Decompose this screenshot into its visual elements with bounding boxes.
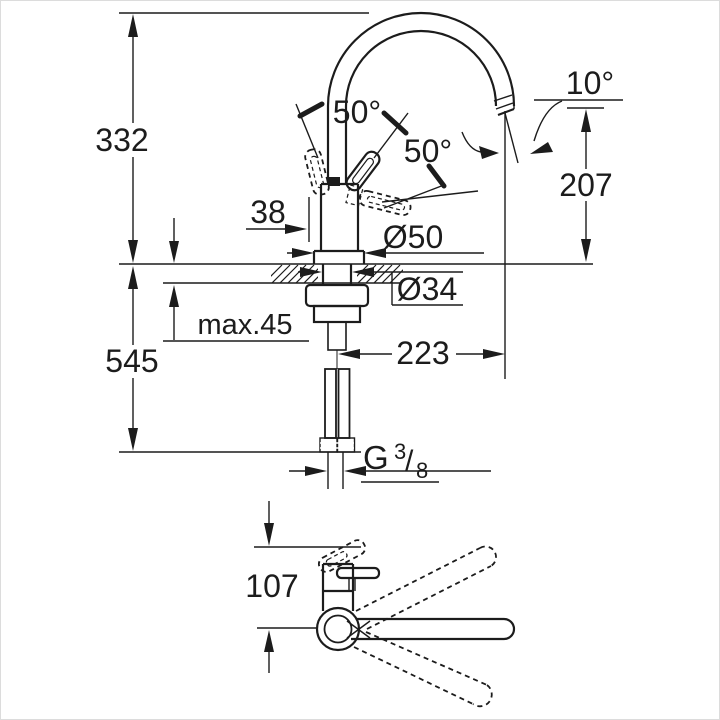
dim-label-50deg-side: 50° [404,133,452,169]
thread-numerator: 3 [394,439,406,464]
body [312,177,366,264]
nut-collar [312,304,362,324]
top-spout-solid [346,617,516,641]
top-lever-solid [335,566,381,580]
thread-denominator: 8 [416,458,428,483]
dim-label-38: 38 [250,194,286,230]
top-body [321,562,355,611]
dim-label-10deg: 10° [566,65,614,101]
lever-dashed-front [304,148,330,196]
top-view [315,539,516,708]
mounting-nut [304,283,370,308]
dim-label-50deg-front: 50° [333,94,381,130]
top-lever-dashed [317,539,367,573]
front-view [304,11,516,264]
top-spout-dashed-down [353,631,493,708]
deck-hatch-left [271,264,318,283]
threaded-stud [327,321,347,351]
lever-dashed-side [345,184,412,216]
thread-letter: G [363,439,389,476]
dim-label-107: 107 [245,568,298,604]
top-spout-dashed-up [355,545,497,630]
spout [326,11,516,117]
dim-label-thread-g38: G 3 / 8 [363,439,428,483]
dim-label-max45: max.45 [197,309,292,341]
dim-label-dia34: Ø34 [397,271,457,307]
dim-label-223: 223 [396,335,449,371]
top-base-outer [315,606,361,652]
dim-label-332: 332 [95,122,148,158]
dimension-annotations [119,12,623,673]
dim-label-dia50: Ø50 [383,219,443,255]
top-base-inner [323,614,353,644]
thread-slash: / [405,445,414,478]
dim-label-207: 207 [559,167,612,203]
lever-pivot [328,177,340,186]
dim-label-545: 545 [105,343,158,379]
dimension-labels: 332 545 max.45 38 Ø50 Ø34 223 207 50° 50… [95,65,614,604]
mounting [119,263,593,489]
